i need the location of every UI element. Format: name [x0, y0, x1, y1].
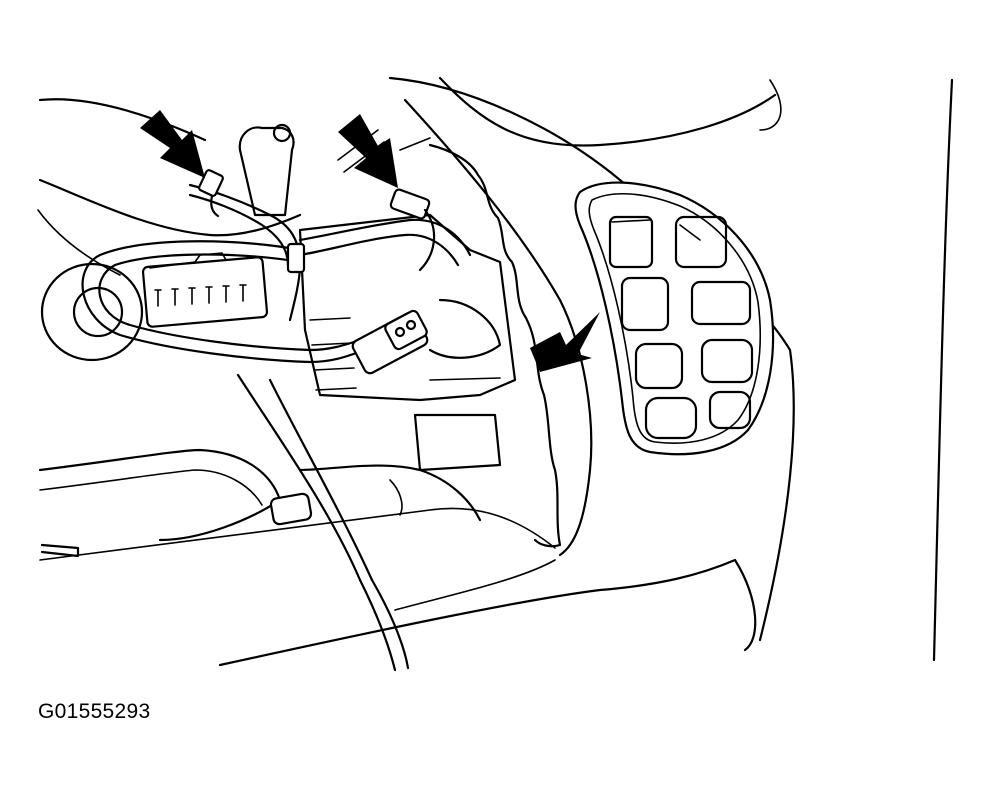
panel-edge-line-inner	[759, 79, 782, 131]
switch-body-rib-3	[313, 367, 355, 371]
harness-wire-main-b	[298, 233, 460, 267]
mount-post	[238, 126, 295, 217]
shaft-line-b	[268, 378, 374, 582]
shroud-line-left	[37, 209, 121, 276]
trim-slot	[40, 543, 80, 558]
callout-arrow-center-clip	[338, 114, 398, 188]
harness-wire-main	[298, 218, 472, 257]
cover-torn-edge	[428, 143, 562, 548]
boss-arc-2	[389, 479, 403, 516]
multi-pin-connector	[141, 256, 269, 328]
harness-clip-band	[418, 208, 436, 272]
switch-body-rib-4	[315, 387, 357, 391]
two-pin-connector-pin-a	[394, 326, 406, 338]
switch-pad-buttons	[608, 215, 754, 440]
switch-button-5	[634, 342, 684, 390]
switch-body-cutout-2	[429, 377, 501, 381]
switch-button-7	[644, 396, 698, 440]
harness-clip-lower	[286, 242, 306, 274]
switch-body	[298, 213, 517, 402]
harness-wire-loop	[81, 240, 367, 364]
figure-id-label: G01555293	[38, 700, 151, 723]
switch-body-lower	[413, 413, 502, 472]
shroud-top-line	[38, 98, 207, 142]
wheel-spoke-upper	[438, 76, 777, 147]
callout-arrow-switch-pad	[530, 312, 600, 372]
mount-boss-outer	[40, 262, 144, 362]
switch-button-4	[690, 280, 752, 326]
trim-lower-left	[38, 448, 282, 542]
callout-arrow-left-clip	[140, 110, 205, 178]
trim-lower-left-2	[39, 469, 263, 506]
harness-wire-loop-b	[98, 253, 362, 352]
steering-wheel-switch-pad	[574, 181, 775, 456]
shaft-line-c	[358, 578, 410, 672]
switch-button-1	[608, 215, 654, 269]
shaft-line-a	[236, 373, 362, 582]
panel-edge-line	[932, 78, 954, 662]
multi-pin-connector-top	[149, 252, 263, 269]
switch-button-3	[620, 276, 670, 332]
switch-button-8	[708, 390, 752, 430]
mount-boss-inner	[72, 286, 124, 338]
switch-pad-inner	[588, 192, 762, 444]
harness-wire-upper	[188, 183, 302, 322]
switch-button-6	[700, 338, 754, 384]
switch-body-rib-1	[309, 317, 351, 321]
harness-wire-upper-b	[188, 193, 290, 267]
boss-arc	[298, 464, 482, 522]
shaft-collar	[269, 492, 313, 526]
connector-pins	[154, 284, 247, 307]
switch-body-rib-2	[311, 342, 353, 346]
two-pin-connector-face	[384, 309, 428, 351]
mount-post-bolt	[272, 123, 292, 143]
wheel-rim-lower	[218, 558, 757, 667]
switch-button-2	[674, 215, 728, 269]
wheel-rim-inner-2	[394, 559, 556, 611]
harness-clip-left-tail	[210, 194, 220, 218]
harness-clip-left	[198, 169, 224, 197]
wheel-rim-inner	[39, 507, 556, 561]
two-pin-connector-pin-b	[405, 319, 417, 331]
callout-hatch	[337, 129, 431, 173]
harness-clip-center	[389, 188, 431, 220]
switch-body-cutout	[428, 298, 502, 359]
